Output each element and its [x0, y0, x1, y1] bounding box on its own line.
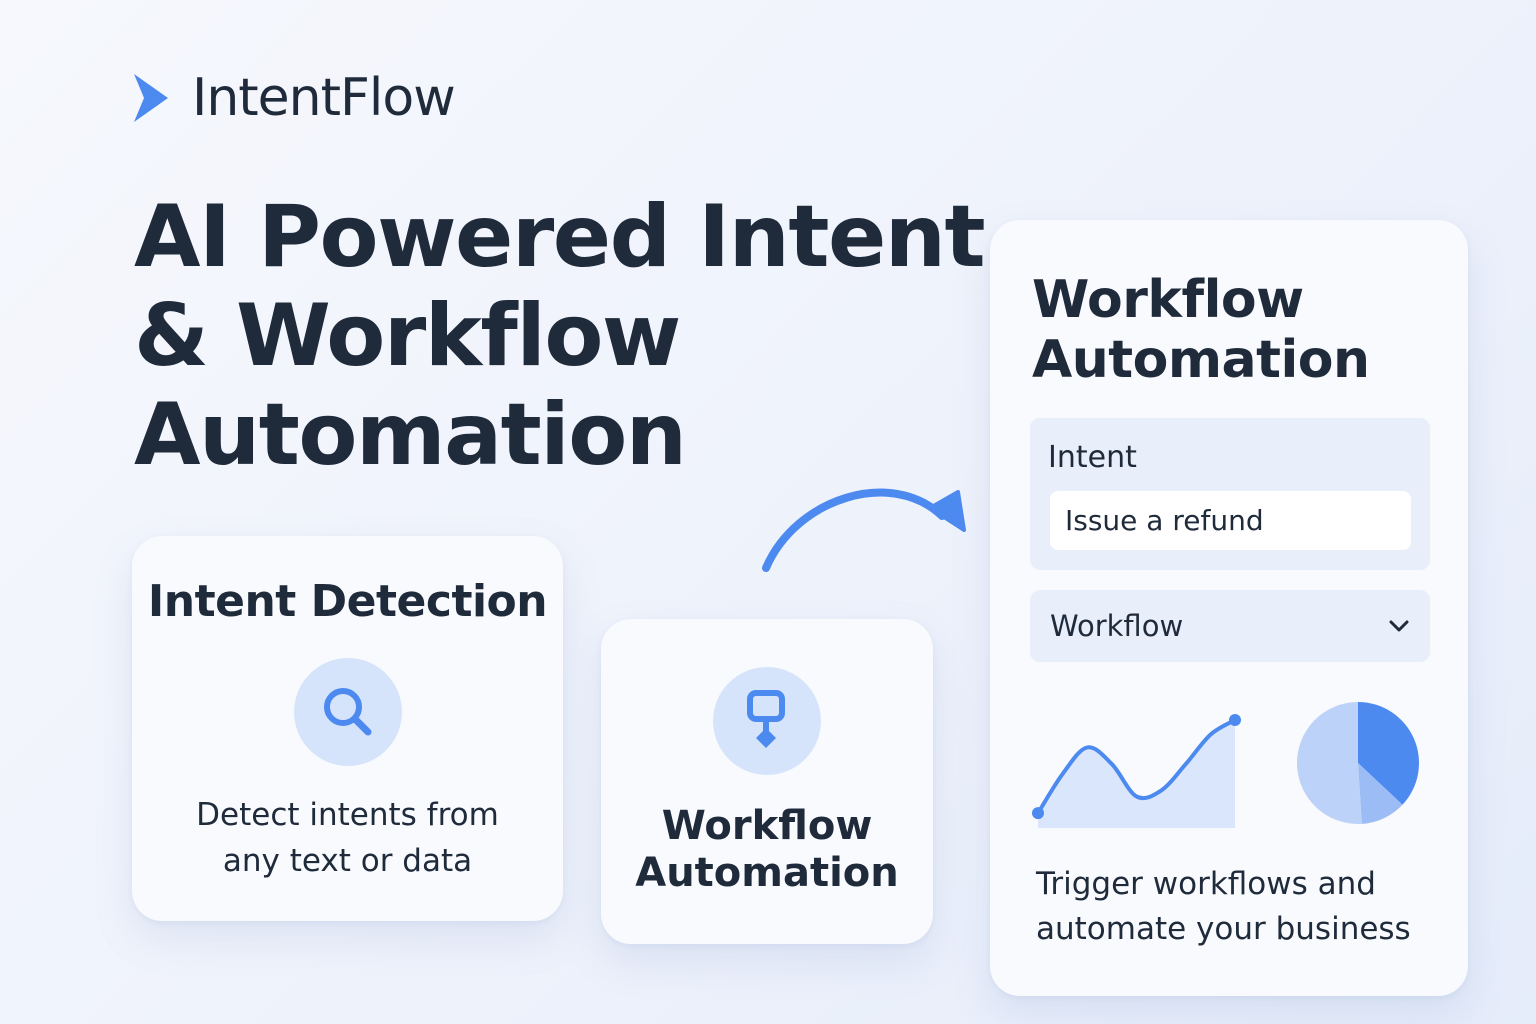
intent-detection-title: Intent Detection [147, 576, 548, 627]
chevron-down-icon [1389, 620, 1409, 632]
panel-title-line: Automation [1032, 330, 1370, 390]
line-chart-area [1038, 720, 1235, 828]
curved-arrow-icon [762, 488, 966, 572]
hero-title: AI Powered Intent & Workflow Automation [134, 187, 986, 485]
pie-slice [1358, 702, 1419, 805]
brand-logo: IntentFlow [132, 68, 456, 128]
intent-label: Intent [1048, 440, 1137, 475]
brand-name: IntentFlow [192, 68, 456, 128]
hero-title-line: Automation [134, 385, 687, 485]
workflow-dropdown[interactable]: Workflow [1030, 590, 1430, 662]
chevron-logo-icon [134, 74, 168, 122]
line-chart-series [1036, 718, 1237, 816]
distribution-pie-chart [1296, 702, 1419, 824]
intent-detection-card: Intent Detection Detect intents from any… [132, 536, 563, 921]
intent-input[interactable] [1050, 491, 1411, 550]
panel-title-line: Workflow [1032, 270, 1304, 330]
workflow-automation-card: Workflow Automation [601, 619, 933, 944]
workflow-title-line: Automation [635, 850, 899, 896]
hero-title-line: AI Powered Intent [134, 187, 986, 287]
pie-slice [1358, 763, 1403, 824]
hero-title-line: & Workflow [134, 286, 681, 386]
description-line: automate your business [1036, 911, 1411, 947]
description-line: Trigger workflows and [1036, 866, 1376, 902]
intent-detection-description: Detect intents from any text or data [162, 792, 533, 884]
pie-slice [1296, 702, 1362, 824]
description-line: any text or data [222, 843, 473, 879]
workflow-panel: Workflow Automation Intent Workflow Trig… [990, 220, 1468, 996]
line-chart-point [1032, 807, 1044, 820]
workflow-title-line: Workflow [661, 803, 873, 849]
search-icon [294, 658, 402, 766]
trend-line-chart [1032, 714, 1241, 828]
panel-description: Trigger workflows and automate your busi… [1036, 862, 1456, 952]
workflow-dropdown-label: Workflow [1050, 609, 1184, 643]
workflow-automation-title: Workflow Automation [601, 803, 933, 897]
panel-title: Workflow Automation [1032, 270, 1370, 390]
description-line: Detect intents from [196, 797, 499, 833]
line-chart-point [1229, 714, 1241, 726]
flow-node-icon [713, 667, 821, 775]
intent-field-group: Intent [1030, 418, 1430, 570]
